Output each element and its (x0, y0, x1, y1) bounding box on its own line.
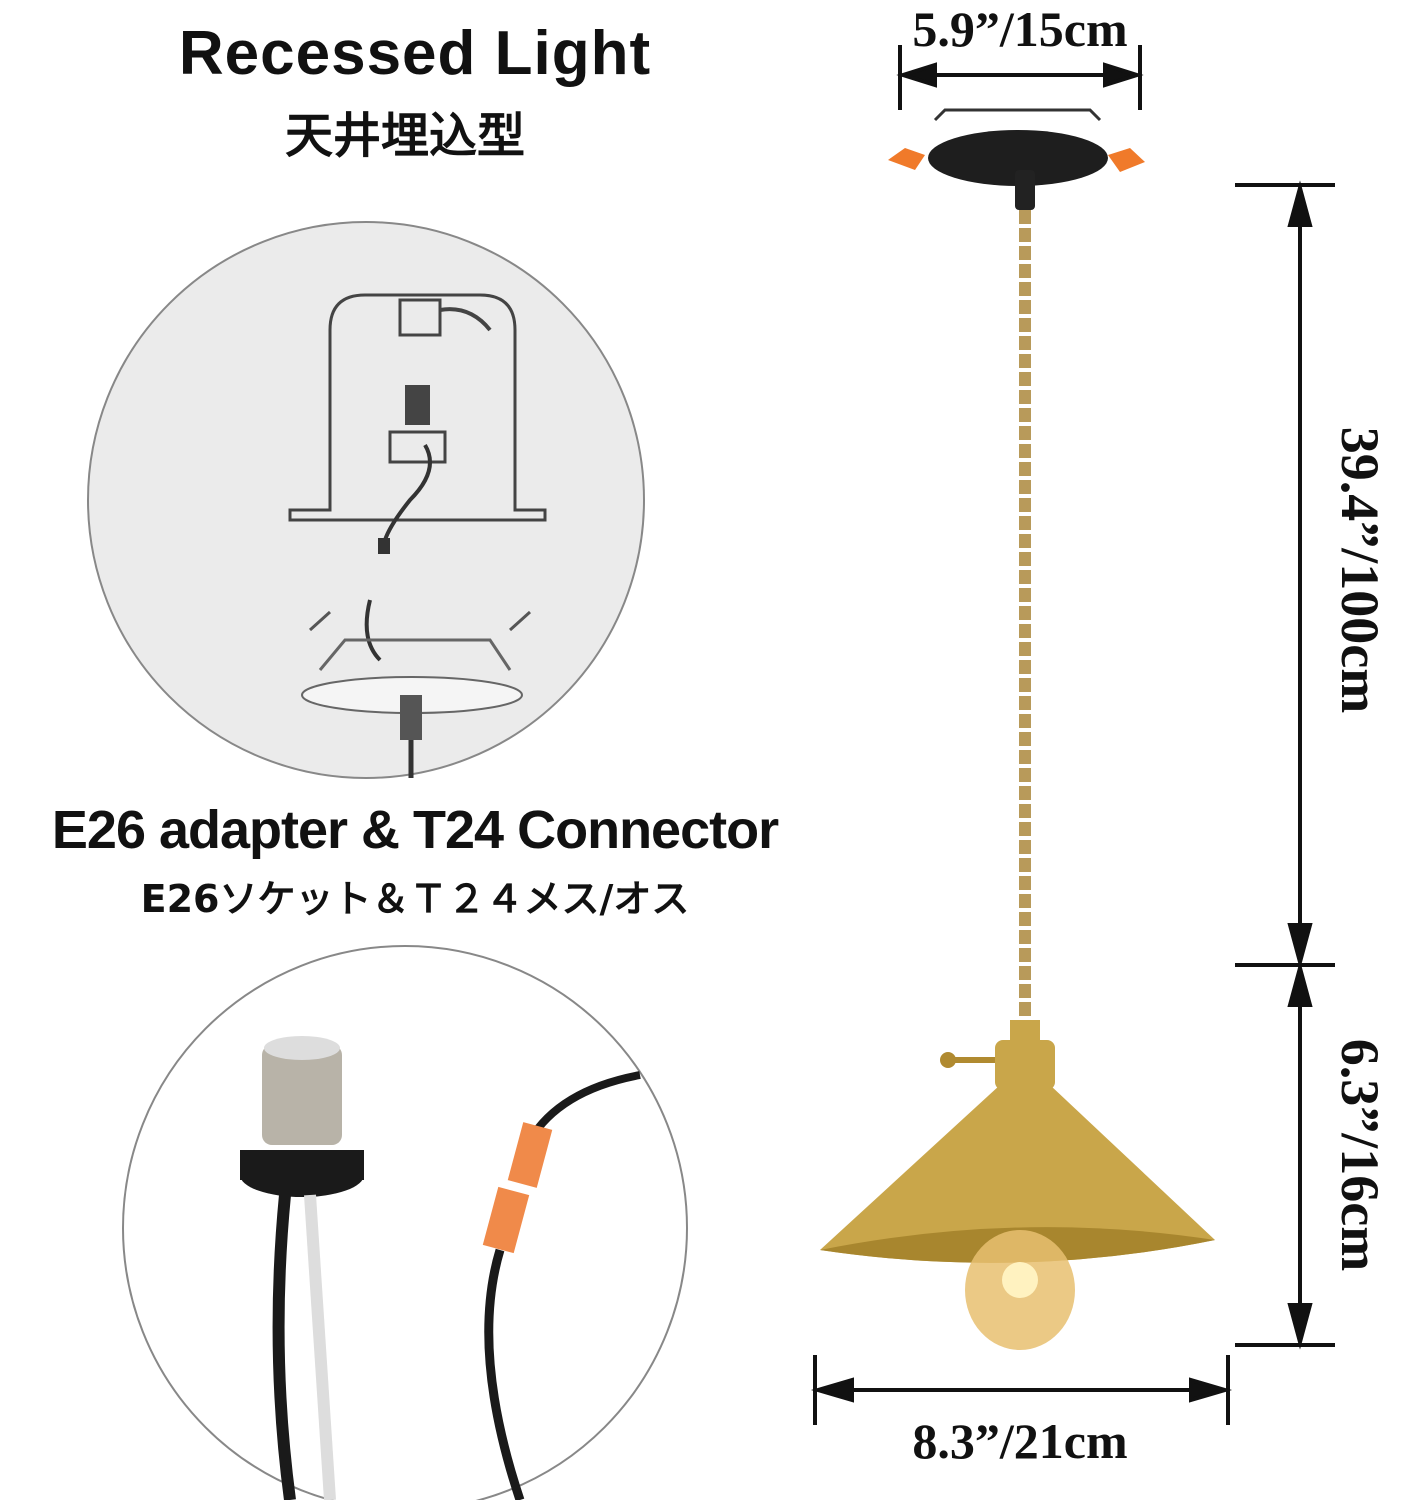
adapter-title: E26 adapter & T24 Connector (51, 800, 779, 860)
dimension-lines (810, 45, 1335, 1425)
recessed-light-title: Recessed Light (178, 19, 652, 88)
canopy-width-label: 5.9”/15cm (912, 1, 1128, 57)
adapter-subtitle: E26ソケット＆Ｔ２４メス/オス (140, 877, 690, 921)
adapter-photo (122, 945, 688, 1500)
recessed-light-subtitle: 天井埋込型 (284, 108, 525, 164)
shade-width-label: 8.3”/21cm (912, 1413, 1128, 1469)
pendant-lamp-photo (820, 108, 1215, 1350)
shade-height-label: 6.3”/16cm (1330, 1038, 1390, 1272)
cord-length-label: 39.4”/100cm (1330, 426, 1390, 714)
installation-diagram (87, 221, 645, 779)
